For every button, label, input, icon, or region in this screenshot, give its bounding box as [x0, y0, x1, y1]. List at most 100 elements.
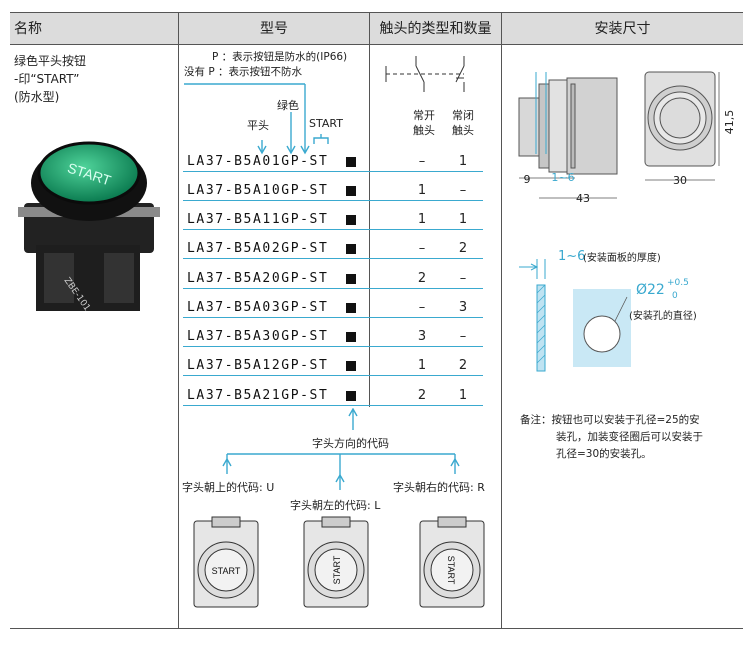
nc-count: 1 — [458, 154, 468, 169]
nc-count: 3 — [458, 300, 468, 315]
model-marker — [346, 274, 356, 284]
orientation-up: 字头朝上的代码: U — [182, 481, 275, 494]
header-model: 型号 — [260, 21, 288, 37]
legend-flat: 平头 — [247, 119, 269, 132]
orientation-title: 字头方向的代码 — [312, 437, 389, 450]
contact-no-label-2: 触头 — [413, 124, 435, 137]
dim-43: 43 — [576, 192, 590, 205]
contact-no-label: 常开 触头 — [409, 108, 439, 138]
contact-no-label-1: 常开 — [413, 109, 435, 122]
row-underline — [183, 317, 483, 318]
row-underline — [183, 375, 483, 376]
hole-diameter-note: (安装孔的直径) — [629, 311, 697, 322]
orientation-arrows — [222, 408, 460, 490]
dim-1-6: 1~6 — [551, 171, 574, 184]
legend-arrows — [184, 83, 329, 155]
product-name-line1: 绿色平头按钮 — [14, 54, 87, 68]
model-code: LA37-B5A12GP-ST — [187, 358, 329, 373]
row-underline — [183, 200, 483, 201]
model-marker — [346, 391, 356, 401]
header-name: 名称 — [14, 21, 42, 37]
model-code: LA37-B5A10GP-ST — [187, 183, 329, 198]
legend-start: START — [309, 117, 343, 130]
note-line3: 孔径=30的安装孔。 — [556, 448, 652, 460]
product-name-line2: -印“START” — [14, 72, 80, 86]
panel-thickness: 1~6 — [558, 249, 586, 264]
col-divider-3 — [501, 12, 502, 629]
button-up-drawing: START — [193, 516, 259, 608]
header-contact-cell: 触头的类型和数量 — [370, 12, 501, 44]
nc-count: – — [459, 329, 467, 344]
product-photo: START ZBE-101 — [18, 141, 160, 313]
row-underline — [183, 171, 483, 172]
model-code: LA37-B5A01GP-ST — [187, 154, 329, 169]
nc-count: 2 — [458, 358, 468, 373]
nc-count: 1 — [458, 212, 468, 227]
note-line2: 装孔，加装变径圈后可以安装于 — [556, 431, 703, 443]
contact-nc-label-1: 常闭 — [452, 109, 474, 122]
contact-symbol — [385, 56, 465, 92]
dim-9: 9 — [524, 173, 531, 186]
dimension-drawing: 9 1~6 43 30 41,5 — [518, 71, 736, 205]
product-name: 绿色平头按钮 -印“START” (防水型) — [14, 52, 86, 106]
no-count: 3 — [417, 329, 427, 344]
no-count: 1 — [417, 183, 427, 198]
right-label: START — [446, 556, 456, 585]
model-marker — [346, 361, 356, 371]
header-install: 安装尺寸 — [594, 21, 651, 37]
orientation-left: 字头朝左的代码: L — [290, 499, 381, 512]
model-marker — [346, 157, 356, 167]
no-count: – — [418, 154, 426, 169]
model-code: LA37-B5A30GP-ST — [187, 329, 329, 344]
hole-tol-zero: 0 — [672, 291, 678, 301]
dim-41-5: 41,5 — [723, 110, 736, 135]
model-code: LA37-B5A11GP-ST — [187, 212, 329, 227]
model-marker — [346, 215, 356, 225]
legend-green: 绿色 — [277, 99, 299, 112]
nc-count: 1 — [458, 388, 468, 403]
no-count: 2 — [417, 388, 427, 403]
header-name-cell: 名称 — [10, 12, 178, 44]
table-top-border — [10, 12, 743, 13]
hole-diameter: Ø22 — [636, 282, 665, 298]
col-divider-2 — [369, 12, 370, 407]
table-bottom-border — [10, 628, 743, 629]
header-model-cell: 型号 — [179, 12, 369, 44]
legend-no-p-note: 没有 P ：表示按钮不防水 — [184, 66, 303, 78]
no-count: 1 — [417, 358, 427, 373]
nc-count: 2 — [458, 241, 468, 256]
model-marker — [346, 303, 356, 313]
model-code: LA37-B5A21GP-ST — [187, 388, 329, 403]
row-underline — [183, 229, 483, 230]
model-code: LA37-B5A20GP-ST — [187, 271, 329, 286]
header-contact: 触头的类型和数量 — [379, 21, 492, 37]
header-bottom-border — [10, 44, 743, 45]
model-marker — [346, 244, 356, 254]
orientation-right: 字头朝右的代码: R — [393, 481, 485, 494]
col-divider-1 — [178, 12, 179, 629]
header-install-cell: 安装尺寸 — [502, 12, 743, 44]
model-marker — [346, 332, 356, 342]
note-line1: 备注：按钮也可以安装于孔径=25的安 — [520, 414, 700, 426]
row-underline — [183, 258, 483, 259]
no-count: – — [418, 241, 426, 256]
hole-tol-plus: +0.5 — [667, 278, 689, 288]
row-underline — [183, 405, 483, 406]
panel-thickness-note: (安装面板的厚度) — [583, 253, 661, 264]
no-count: – — [418, 300, 426, 315]
row-underline — [183, 346, 483, 347]
button-left-drawing: START — [303, 516, 369, 608]
row-underline — [183, 288, 483, 289]
installation-note: 备注：按钮也可以安装于孔径=25的安 装孔，加装变径圈后可以安装于 孔径=30的… — [520, 412, 703, 463]
model-code: LA37-B5A02GP-ST — [187, 241, 329, 256]
up-label: START — [212, 566, 241, 576]
no-count: 1 — [417, 212, 427, 227]
no-count: 2 — [417, 271, 427, 286]
legend-p-note: P ：表示按钮是防水的(IP66) — [212, 51, 348, 63]
product-name-line3: (防水型) — [14, 90, 60, 104]
panel-hole-drawing — [519, 259, 631, 372]
nc-count: – — [459, 271, 467, 286]
contact-nc-label: 常闭 触头 — [448, 108, 478, 138]
model-code: LA37-B5A03GP-ST — [187, 300, 329, 315]
model-marker — [346, 186, 356, 196]
